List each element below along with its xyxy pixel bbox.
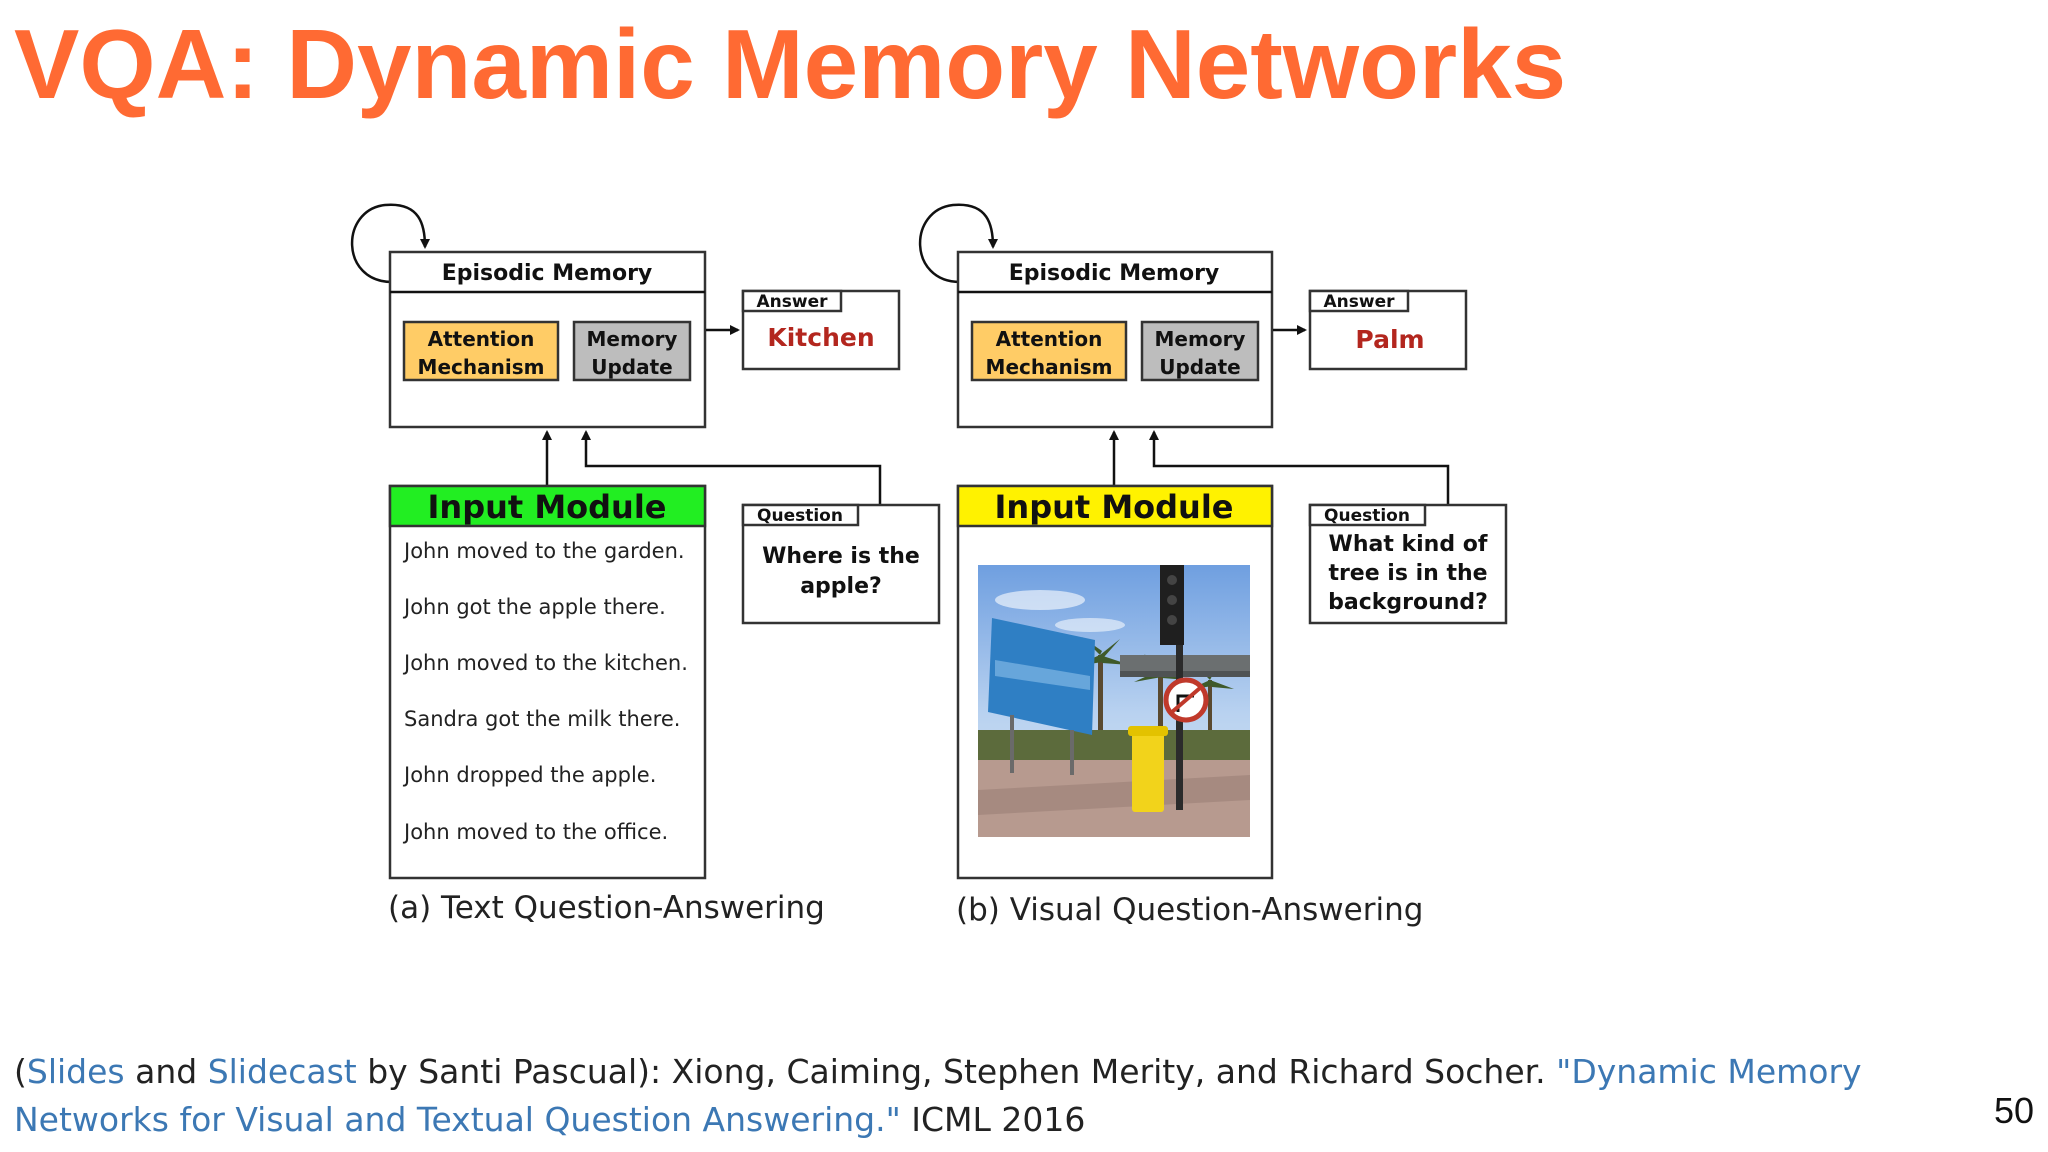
panel-visual-qa: Episodic Memory Attention Mechanism Memo… (918, 203, 1508, 928)
attention-label-line2: Mechanism (418, 355, 545, 379)
input-module-label: Input Module (995, 488, 1234, 526)
citation-venue: ICML 2016 (900, 1100, 1086, 1139)
input-sentence: John moved to the office. (402, 820, 668, 844)
input-sentence: John dropped the apple. (402, 763, 656, 787)
attention-label-line1: Attention (428, 327, 535, 351)
panel-text-qa: Episodic Memory Attention Mechanism Memo… (350, 203, 941, 926)
input-module-label: Input Module (428, 488, 667, 526)
episodic-memory-label: Episodic Memory (442, 261, 653, 286)
caption-text-qa: (a) Text Question-Answering (388, 890, 825, 926)
slide-title: VQA: Dynamic Memory Networks (14, 9, 1567, 119)
answer-label: Answer (1324, 292, 1396, 312)
memory-update-box (572, 320, 692, 382)
slides-link[interactable]: Slides (26, 1052, 125, 1091)
memory-update-line2: Update (591, 355, 673, 379)
attention-label-line1: Attention (996, 327, 1103, 351)
question-line: What kind of (1329, 532, 1488, 557)
answer-value: Palm (1355, 325, 1424, 354)
question-to-memory-arrow (581, 430, 882, 505)
attention-mechanism-box (970, 320, 1128, 382)
input-sentence: Sandra got the milk there. (404, 707, 680, 731)
input-sentence: John moved to the kitchen. (402, 651, 688, 675)
memory-update-line2: Update (1159, 355, 1241, 379)
attention-label-line2: Mechanism (986, 355, 1113, 379)
caption-visual-qa: (b) Visual Question-Answering (956, 892, 1423, 928)
episodic-memory-loop-arrow (918, 203, 998, 284)
slidecast-link[interactable]: Slidecast (207, 1052, 357, 1091)
question-label: Question (1324, 506, 1410, 526)
input-module-header (388, 484, 707, 528)
citation: (Slides and Slidecast by Santi Pascual):… (14, 1048, 1974, 1144)
question-to-memory-arrow (1149, 430, 1450, 505)
memory-update-line1: Memory (1155, 327, 1246, 351)
input-module-header (956, 484, 1274, 528)
citation-open-paren: ( (14, 1052, 27, 1091)
episodic-memory-loop-arrow (350, 203, 430, 284)
input-sentence: John moved to the garden. (402, 539, 685, 563)
memory-update-line1: Memory (587, 327, 678, 351)
page-number: 50 (1993, 1090, 2034, 1131)
input-sentence: John got the apple there. (402, 595, 666, 619)
citation-and: and (124, 1052, 208, 1091)
question-line: apple? (800, 574, 882, 599)
memory-update-box (1140, 320, 1260, 382)
paper-link[interactable]: "Dynamic Memory Networks for Visual and … (14, 1052, 1862, 1139)
answer-value: Kitchen (767, 323, 874, 352)
answer-label: Answer (757, 292, 829, 312)
citation-authors: by Santi Pascual): Xiong, Caiming, Steph… (356, 1052, 1557, 1091)
question-line: Where is the (762, 544, 920, 569)
question-label: Question (757, 506, 843, 526)
input-photo (978, 565, 1250, 837)
episodic-memory-label: Episodic Memory (1009, 261, 1220, 286)
question-line: tree is in the (1328, 561, 1487, 586)
attention-mechanism-box (402, 320, 560, 382)
question-line: background? (1328, 590, 1488, 615)
input-module-box (388, 484, 707, 880)
